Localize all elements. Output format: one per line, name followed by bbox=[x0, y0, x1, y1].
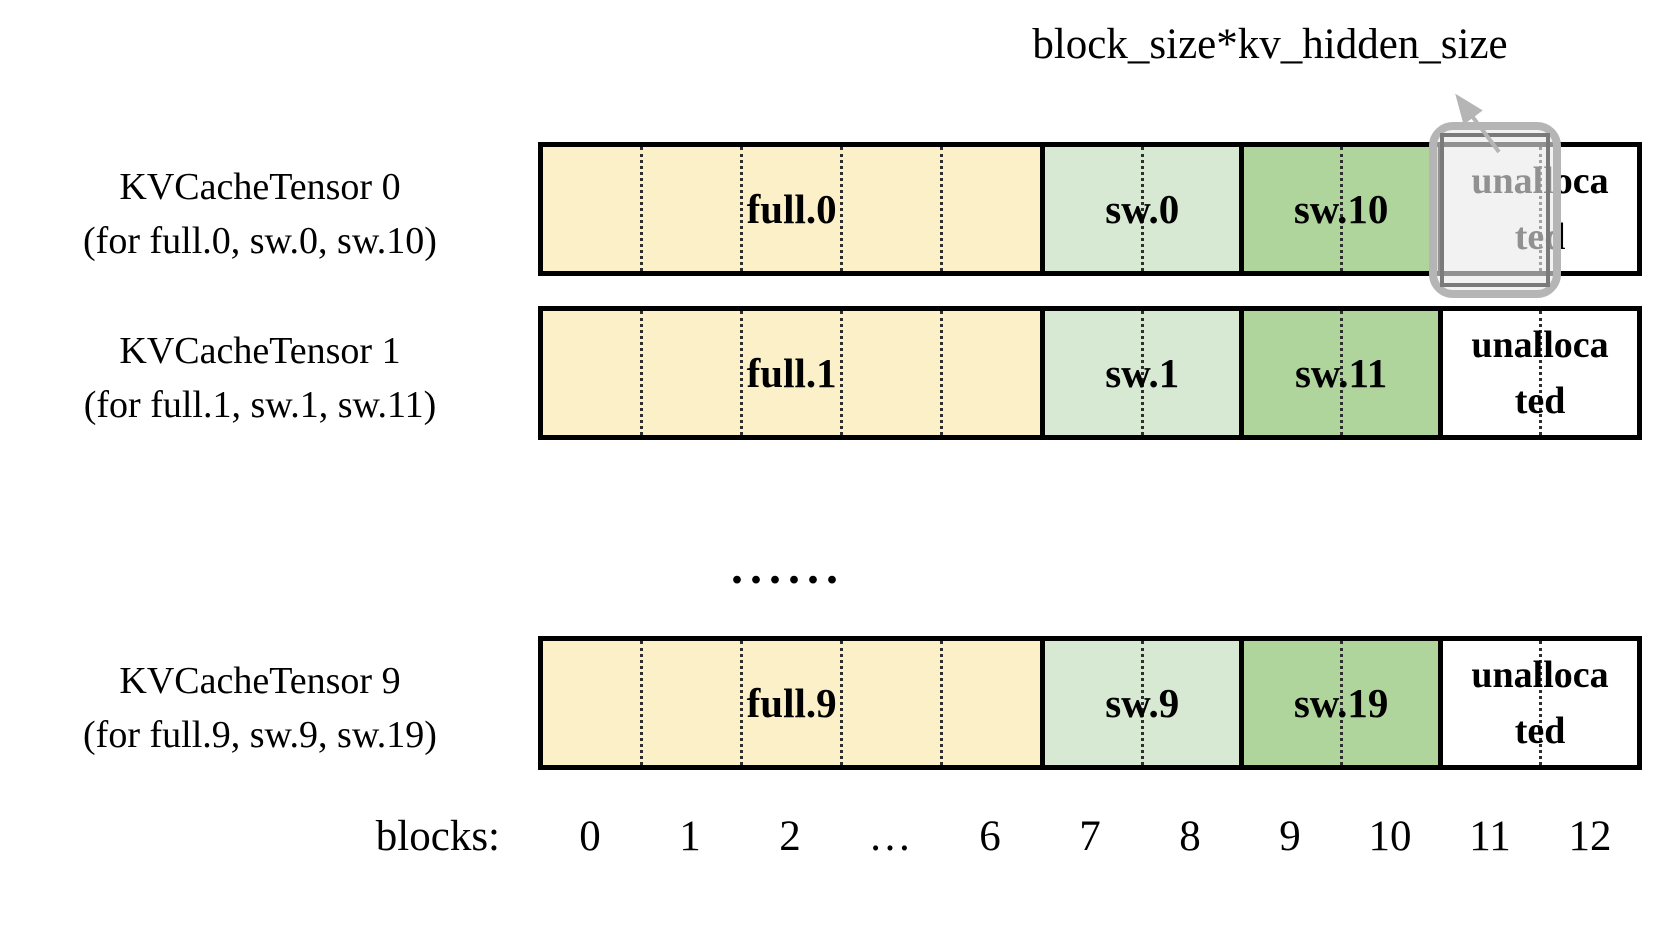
row-1-title: KVCacheTensor 1 bbox=[119, 330, 401, 372]
block-tick-8: 8 bbox=[1179, 813, 1201, 860]
block-tick-11: 11 bbox=[1469, 813, 1511, 860]
blocks-axis-label: blocks: bbox=[375, 813, 500, 860]
sliding-window-segment-b: sw.11 bbox=[1239, 311, 1439, 435]
rows-ellipsis: ...... bbox=[731, 541, 845, 594]
row-9-title: KVCacheTensor 9 bbox=[119, 660, 401, 702]
block-tick-10: 10 bbox=[1368, 813, 1412, 860]
full-segment-label: full.1 bbox=[746, 350, 837, 396]
block-tick-0: 0 bbox=[579, 813, 601, 860]
block-tick-9: 9 bbox=[1279, 813, 1301, 860]
block-tick-12: 12 bbox=[1568, 813, 1612, 860]
full-attention-segment: full.1 bbox=[543, 311, 1041, 435]
block-tick-6: 6 bbox=[979, 813, 1001, 860]
row-0-title: KVCacheTensor 0 bbox=[119, 166, 401, 208]
sliding-window-segment-a: sw.1 bbox=[1040, 311, 1240, 435]
block-tick-2: 2 bbox=[779, 813, 801, 860]
sliding-window-segment-a: sw.9 bbox=[1040, 641, 1240, 765]
sliding-window-segment-a: sw.0 bbox=[1040, 147, 1240, 271]
block-size-highlight-inner-frame bbox=[1440, 133, 1550, 287]
block-size-annotation: block_size*kv_hidden_size bbox=[1032, 21, 1508, 68]
block-size-highlight-frame bbox=[1429, 122, 1561, 298]
unallocated-segment: unalloca ted bbox=[1438, 311, 1637, 435]
block-tick-ellipsis: … bbox=[868, 813, 912, 860]
full-segment-label: full.0 bbox=[746, 186, 837, 232]
unallocated-segment: unalloca ted bbox=[1438, 641, 1637, 765]
unallocated-segment-label: unalloca ted bbox=[1471, 654, 1609, 752]
sw-b-segment-label: sw.11 bbox=[1294, 350, 1388, 396]
kvcache-tensor-9-bar: full.9 sw.9 sw.19 unalloca ted bbox=[538, 636, 1642, 770]
kvcache-tensor-1-bar: full.1 sw.1 sw.11 unalloca ted bbox=[538, 306, 1642, 440]
sw-a-segment-label: sw.1 bbox=[1105, 350, 1180, 396]
row-1-label: KVCacheTensor 1 (for full.1, sw.1, sw.11… bbox=[15, 324, 505, 432]
sw-b-segment-label: sw.19 bbox=[1293, 680, 1389, 726]
sw-b-segment-label: sw.10 bbox=[1293, 186, 1389, 232]
row-9-label: KVCacheTensor 9 (for full.9, sw.9, sw.19… bbox=[15, 654, 505, 762]
full-attention-segment: full.9 bbox=[543, 641, 1041, 765]
row-9-subtitle: (for full.9, sw.9, sw.19) bbox=[83, 714, 437, 756]
row-1-subtitle: (for full.1, sw.1, sw.11) bbox=[83, 384, 437, 426]
sliding-window-segment-b: sw.10 bbox=[1239, 147, 1439, 271]
full-attention-segment: full.0 bbox=[543, 147, 1041, 271]
row-0-subtitle: (for full.0, sw.0, sw.10) bbox=[83, 220, 437, 262]
kvcache-tensor-0-bar: full.0 sw.0 sw.10 unalloca ted bbox=[538, 142, 1642, 276]
sliding-window-segment-b: sw.19 bbox=[1239, 641, 1439, 765]
block-tick-7: 7 bbox=[1079, 813, 1101, 860]
sw-a-segment-label: sw.0 bbox=[1105, 186, 1180, 232]
row-0-label: KVCacheTensor 0 (for full.0, sw.0, sw.10… bbox=[15, 160, 505, 268]
sw-a-segment-label: sw.9 bbox=[1105, 680, 1180, 726]
full-segment-label: full.9 bbox=[746, 680, 837, 726]
block-tick-1: 1 bbox=[679, 813, 701, 860]
unallocated-segment-label: unalloca ted bbox=[1471, 324, 1609, 422]
